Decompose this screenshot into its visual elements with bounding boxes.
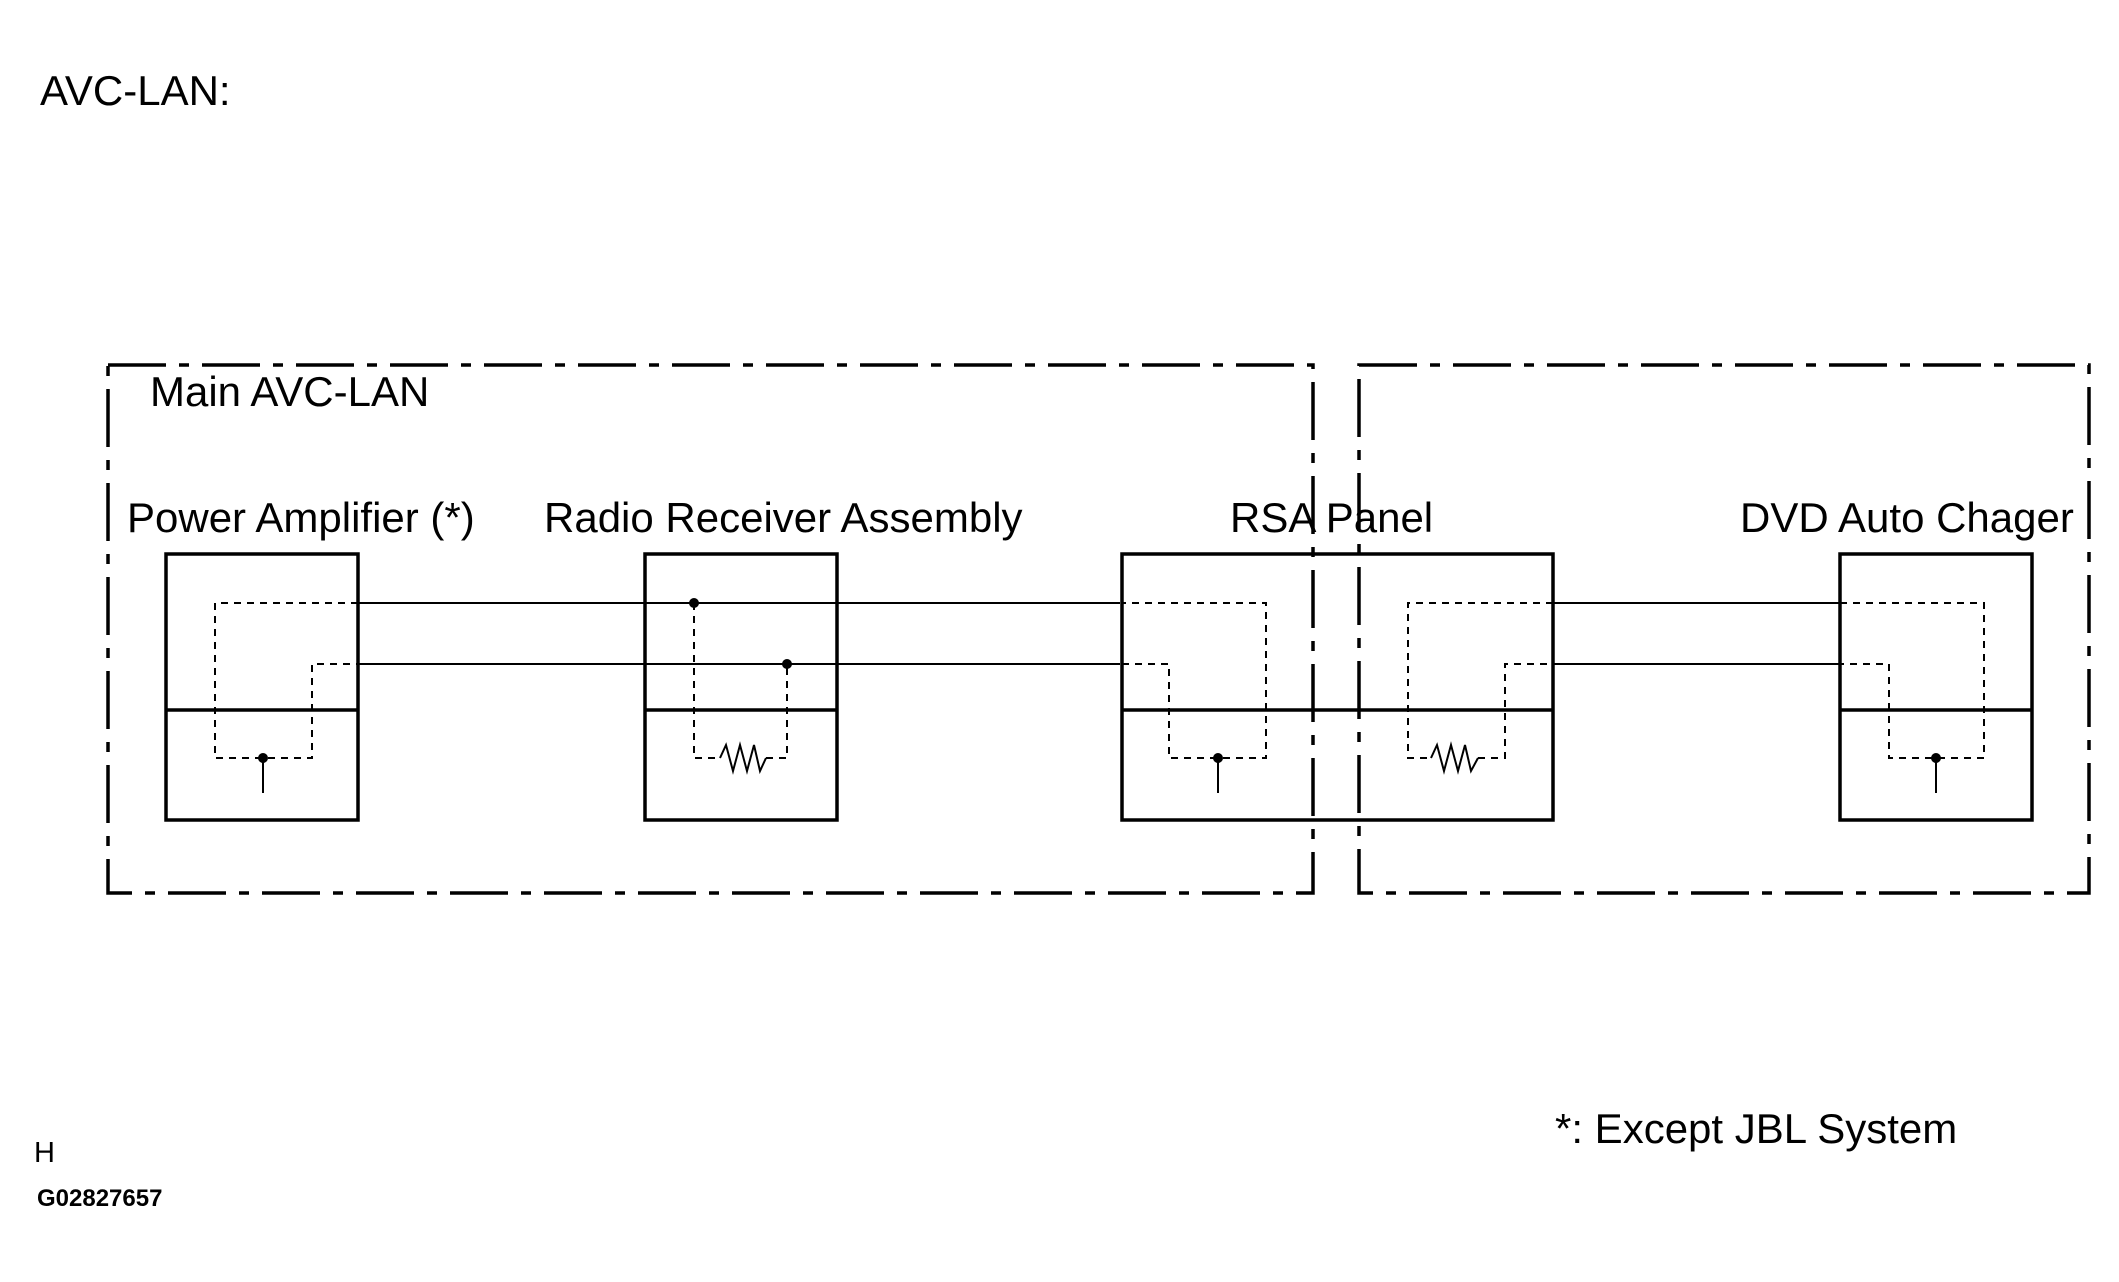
corner-mark: H	[34, 1137, 55, 1169]
rsa-panel-block	[1120, 552, 1555, 822]
footnote-text: *: Except JBL System	[1555, 1105, 1957, 1152]
main-avc-lan-label: Main AVC-LAN	[150, 368, 429, 415]
figure-code: G02827657	[37, 1185, 162, 1212]
dvd-auto-changer-label: DVD Auto Chager	[1740, 494, 2074, 541]
avc-lan-bus	[358, 602, 1840, 665]
diagram-title: AVC-LAN:	[40, 67, 231, 114]
radio-receiver-label: Radio Receiver Assembly	[544, 494, 1023, 541]
resistor-icon	[719, 741, 767, 775]
main-avc-lan-boundary	[106, 363, 1315, 895]
dvd-auto-changer-block	[1838, 552, 2034, 822]
radio-receiver-block	[643, 552, 839, 822]
sub-avc-lan-boundary	[1357, 363, 2091, 895]
rsa-panel-label: RSA Panel	[1230, 494, 1433, 541]
resistor-icon	[1430, 741, 1479, 775]
power-amplifier-label: Power Amplifier (*)	[127, 494, 475, 541]
power-amplifier-block	[164, 552, 360, 822]
